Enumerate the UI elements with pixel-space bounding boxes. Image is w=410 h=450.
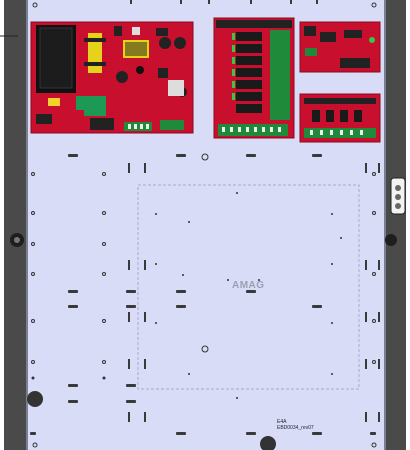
controller-board-top [299, 21, 381, 73]
terminal-block-icon [124, 122, 152, 131]
manufacturer-logo: AMAG [232, 280, 265, 291]
mount-hole-icon [385, 234, 397, 246]
tiny-dots [31, 192, 342, 399]
enclosure-frame-right [386, 0, 406, 450]
mount-hole-icon [260, 436, 276, 450]
enclosure-frame-left [4, 0, 26, 450]
relay-icons [236, 32, 262, 113]
controller-board-bottom [299, 93, 381, 143]
terminal-block-icon [270, 30, 290, 120]
mounting-area-outline [137, 184, 360, 390]
mount-hole-icon [27, 391, 43, 407]
part-number-label: E4A EBD0034_rev07 [277, 419, 314, 431]
power-supply-board [30, 21, 194, 134]
relay-output-board [213, 17, 295, 139]
part-label-line2: EBD0034_rev07 [277, 425, 314, 431]
horizontal-slots [30, 154, 376, 435]
mounting-slots [128, 0, 380, 422]
part-label-line1: E4A [277, 419, 287, 425]
stud-holes [31, 2, 377, 448]
